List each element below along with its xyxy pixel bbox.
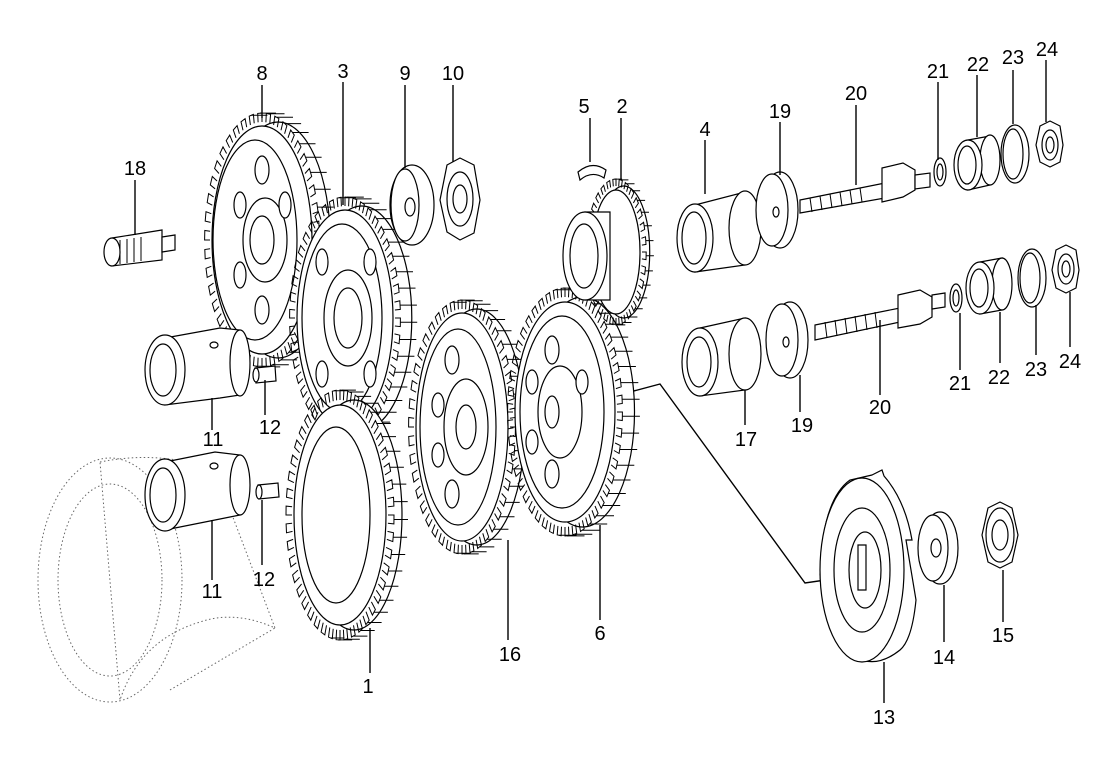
key-12-upper [252, 365, 277, 384]
label-1: 1 [362, 676, 373, 698]
label-24-upper: 24 [1036, 39, 1058, 61]
label-22-upper: 22 [967, 54, 989, 76]
label-8: 8 [256, 63, 267, 85]
gear-1 [285, 389, 408, 641]
nut-10 [439, 157, 481, 241]
label-21-lower: 21 [949, 373, 971, 395]
label-6: 6 [594, 623, 605, 645]
washer-21-lower [949, 283, 963, 313]
ring-23-upper [1000, 124, 1030, 184]
washer-14 [917, 511, 959, 585]
key-12-lower [255, 482, 280, 500]
label-11-lower: 11 [202, 581, 223, 603]
spacer-22-upper [953, 134, 1001, 191]
label-3: 3 [337, 61, 348, 83]
label-23-upper: 23 [1002, 47, 1024, 69]
label-11-upper: 11 [203, 429, 224, 451]
washer-19-upper [755, 171, 799, 249]
hub-2-collar [562, 211, 611, 301]
label-10: 10 [442, 63, 464, 85]
ring-23-lower [1017, 248, 1047, 308]
washer-21-upper [933, 157, 947, 187]
label-18: 18 [124, 158, 146, 180]
label-12-lower: 12 [253, 569, 275, 591]
leader-lines [134, 60, 1071, 703]
label-5: 5 [578, 96, 589, 118]
nut-24-upper [1035, 120, 1064, 168]
washer-9 [389, 164, 435, 246]
label-16: 16 [499, 644, 521, 666]
sleeve-4 [676, 190, 762, 273]
label-2: 2 [616, 96, 627, 118]
label-24-lower: 24 [1059, 351, 1081, 373]
label-19-upper: 19 [769, 101, 791, 123]
label-4: 4 [699, 119, 710, 141]
key-5 [577, 164, 607, 182]
gear-6 [507, 287, 640, 537]
housing-outline [37, 457, 276, 703]
label-20-lower: 20 [869, 397, 891, 419]
bolt-20-lower [814, 289, 946, 341]
stud-18 [103, 229, 176, 267]
nut-15 [981, 501, 1019, 569]
label-21-upper: 21 [927, 61, 949, 83]
part-labels: 8 3 9 10 5 2 4 19 20 21 22 23 24 18 11 1… [124, 39, 1081, 729]
gear-16 [408, 299, 531, 555]
label-23-lower: 23 [1025, 359, 1047, 381]
plate-13 [819, 469, 917, 663]
label-13: 13 [873, 707, 895, 729]
nut-24-lower [1051, 244, 1080, 294]
label-19-lower: 19 [791, 415, 813, 437]
bolt-20-upper [799, 162, 931, 214]
washer-19-lower [765, 301, 809, 379]
gear-3 [289, 196, 418, 440]
spacer-22-lower [965, 257, 1013, 315]
label-15: 15 [992, 625, 1014, 647]
label-20-upper: 20 [845, 83, 867, 105]
label-9: 9 [399, 63, 410, 85]
label-22-lower: 22 [988, 367, 1010, 389]
bushing-11-lower [144, 451, 251, 532]
sleeve-17 [681, 317, 762, 397]
label-12-upper: 12 [259, 417, 281, 439]
label-14: 14 [933, 647, 955, 669]
label-17: 17 [735, 429, 757, 451]
bushing-11-upper [144, 327, 251, 406]
